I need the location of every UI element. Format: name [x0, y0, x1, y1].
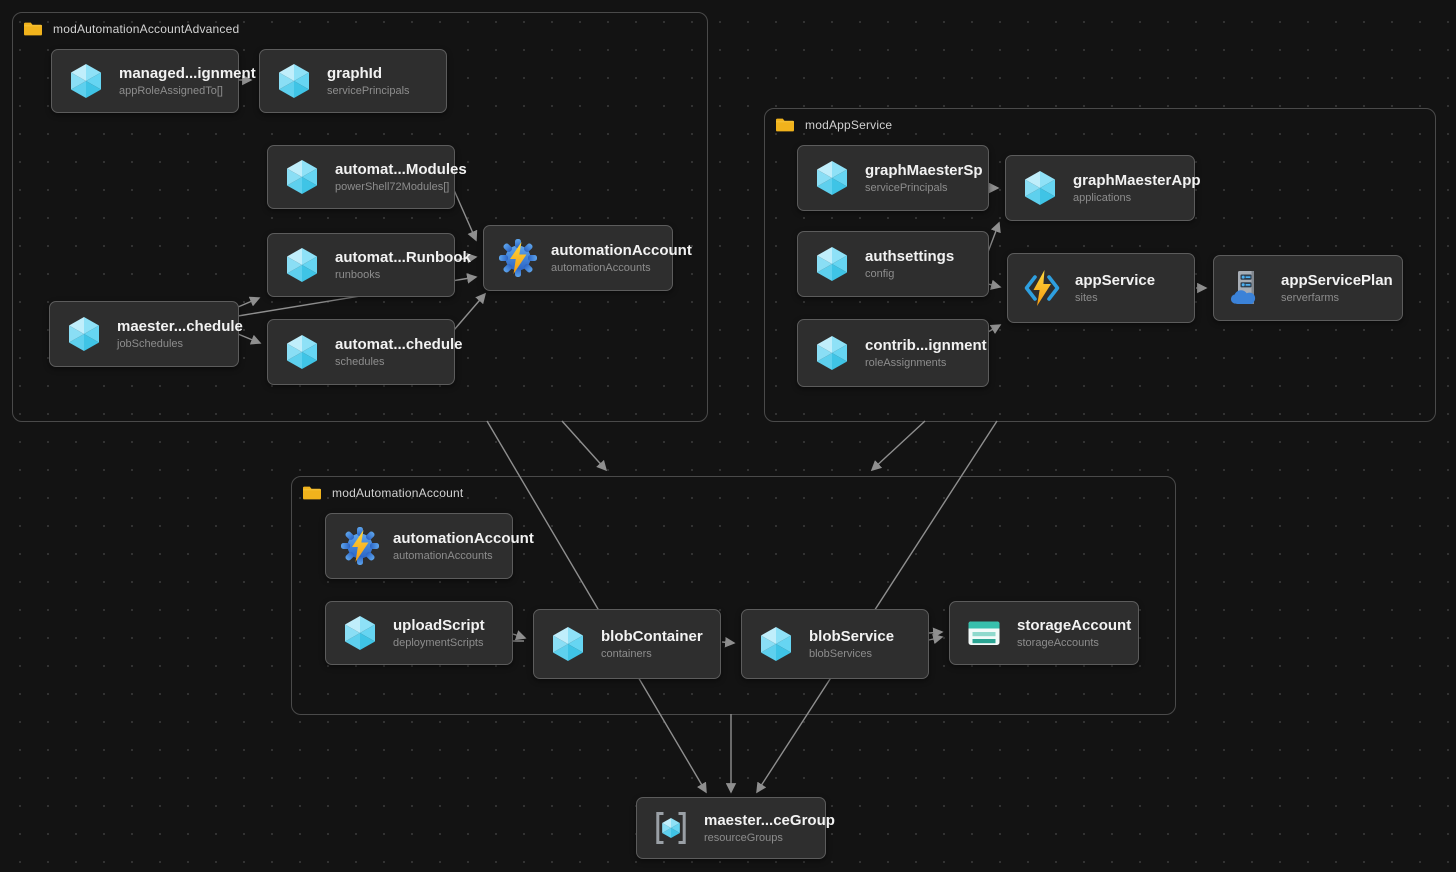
- node-title: graphMaesterSp: [865, 162, 983, 179]
- group-label: modAppService: [805, 118, 893, 132]
- azure-cube-icon: [817, 161, 847, 195]
- node-subtitle: serverfarms: [1281, 292, 1340, 304]
- node-blob-service[interactable]: blobService blobServices: [741, 609, 929, 679]
- node-app-service-plan[interactable]: appServicePlan serverfarms: [1213, 255, 1403, 321]
- automation-gear-bolt-icon: [341, 527, 379, 565]
- folder-icon: [23, 22, 43, 36]
- node-subtitle: jobSchedules: [117, 338, 184, 350]
- node-title: graphMaesterApp: [1073, 172, 1201, 189]
- node-title: maester...ceGroup: [704, 812, 835, 829]
- folder-icon: [302, 486, 322, 500]
- node-subtitle: powerShell72Modules[]: [335, 181, 450, 193]
- node-subtitle: servicePrincipals: [327, 85, 410, 97]
- azure-cube-icon: [345, 616, 375, 650]
- server-cloud-icon: [1230, 271, 1256, 304]
- node-maester-schedule[interactable]: maester...chedule jobSchedules: [49, 301, 243, 367]
- node-automation-schedule[interactable]: automat...chedule schedules: [267, 319, 463, 385]
- azure-cube-icon: [287, 160, 317, 194]
- node-title: blobContainer: [601, 628, 703, 645]
- node-subtitle: servicePrincipals: [865, 182, 948, 194]
- node-subtitle: blobServices: [809, 648, 872, 660]
- node-app-service[interactable]: appService sites: [1007, 253, 1195, 323]
- node-title: authsettings: [865, 248, 955, 265]
- node-title: automat...Modules: [335, 161, 467, 178]
- azure-cube-icon: [817, 247, 847, 281]
- group-mod-automation-account-advanced: modAutomationAccountAdvanced managed...i…: [12, 12, 708, 422]
- node-subtitle: containers: [601, 648, 652, 660]
- automation-gear-bolt-icon: [499, 239, 537, 277]
- node-subtitle: resourceGroups: [704, 832, 783, 844]
- node-title: appServicePlan: [1281, 272, 1393, 289]
- storage-table-icon: [968, 621, 1000, 645]
- node-graph-maester-sp[interactable]: graphMaesterSp servicePrincipals: [797, 145, 989, 211]
- node-maester-resource-group[interactable]: maester...ceGroup resourceGroups: [636, 797, 835, 859]
- node-storage-account[interactable]: storageAccount storageAccounts: [949, 601, 1139, 665]
- node-title: appService: [1075, 272, 1156, 289]
- azure-cube-icon: [279, 64, 309, 98]
- node-title: storageAccount: [1017, 617, 1132, 634]
- group-header: modAutomationAccountAdvanced: [22, 20, 239, 38]
- node-automation-runbook[interactable]: automat...Runbook runbooks: [267, 233, 471, 297]
- node-upload-script[interactable]: uploadScript deploymentScripts: [325, 601, 513, 665]
- group-label: modAutomationAccountAdvanced: [53, 22, 240, 36]
- edge-modAutomationAccountAdvanced-modAutomationAccount: [561, 420, 608, 472]
- node-automation-account-advanced[interactable]: automationAccount automationAccounts: [483, 225, 692, 291]
- node-title: maester...chedule: [117, 318, 243, 335]
- azure-cube-icon: [817, 336, 847, 370]
- group-mod-app-service: modAppService graphMaesterSp servicePrinc…: [764, 108, 1436, 422]
- node-title: managed...ignment: [119, 65, 256, 82]
- node-subtitle: roleAssignments: [865, 357, 947, 369]
- azure-cube-icon: [287, 335, 317, 369]
- node-subtitle: applications: [1073, 192, 1132, 204]
- node-title: blobService: [809, 628, 895, 645]
- node-subtitle: automationAccounts: [551, 262, 651, 274]
- node-subtitle: config: [865, 268, 895, 280]
- code-brackets-bolt-icon: [1024, 268, 1060, 308]
- node-title: contrib...ignment: [865, 337, 987, 354]
- azure-cube-icon: [287, 248, 317, 282]
- node-authsettings[interactable]: authsettings config: [797, 231, 989, 297]
- node-title: automat...chedule: [335, 336, 463, 353]
- node-subtitle: automationAccounts: [393, 550, 493, 562]
- node-title: uploadScript: [393, 617, 485, 634]
- node-contrib-assignment[interactable]: contrib...ignment roleAssignments: [797, 319, 989, 387]
- node-subtitle: deploymentScripts: [393, 637, 484, 649]
- node-subtitle: storageAccounts: [1017, 637, 1099, 649]
- azure-cube-icon: [761, 627, 791, 661]
- node-automation-account[interactable]: automationAccount automationAccounts: [325, 513, 534, 579]
- node-managed-assignment[interactable]: managed...ignment appRoleAssignedTo[]: [51, 49, 256, 113]
- node-automation-modules[interactable]: automat...Modules powerShell72Modules[]: [267, 145, 467, 209]
- node-graph-maester-app[interactable]: graphMaesterApp applications: [1005, 155, 1201, 221]
- folder-icon: [775, 118, 795, 132]
- node-subtitle: appRoleAssignedTo[]: [119, 85, 223, 97]
- node-subtitle: runbooks: [335, 269, 381, 281]
- node-subtitle: schedules: [335, 356, 385, 368]
- node-title: automationAccount: [551, 242, 692, 259]
- group-label: modAutomationAccount: [332, 486, 464, 500]
- node-title: automationAccount: [393, 530, 534, 547]
- node-title: automat...Runbook: [335, 249, 471, 266]
- node-graph-id[interactable]: graphId servicePrincipals: [259, 49, 447, 113]
- resource-group-brackets-icon: [651, 808, 691, 848]
- azure-cube-icon: [1025, 171, 1055, 205]
- azure-cube-icon: [69, 317, 99, 351]
- azure-cube-icon: [553, 627, 583, 661]
- group-header: modAppService: [774, 116, 892, 134]
- azure-cube-icon: [71, 64, 101, 98]
- node-subtitle: sites: [1075, 292, 1098, 304]
- node-title: graphId: [327, 65, 382, 82]
- edge-modAppService-modAutomationAccount: [870, 420, 926, 472]
- node-blob-container[interactable]: blobContainer containers: [533, 609, 721, 679]
- group-header: modAutomationAccount: [301, 484, 463, 502]
